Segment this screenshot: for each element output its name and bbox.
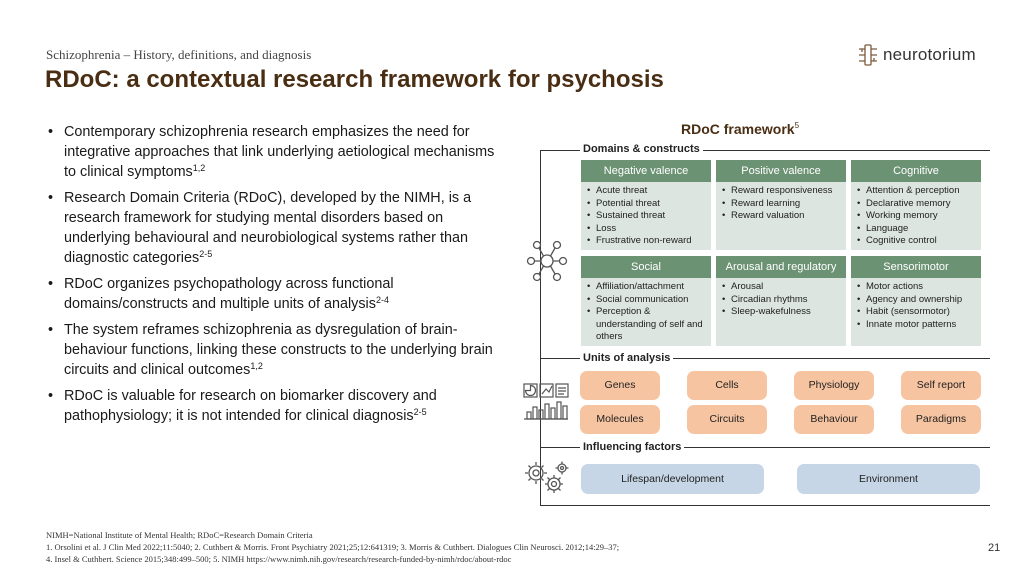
construct-item: Reward responsiveness	[722, 185, 842, 198]
construct-item: Arousal	[722, 281, 842, 294]
domain-arousal-regulatory: Arousal and regulatory Arousal Circadian…	[716, 256, 846, 346]
construct-item: Innate motor patterns	[857, 319, 977, 332]
construct-item: Sustained threat	[587, 210, 707, 223]
construct-item: Working memory	[857, 210, 977, 223]
units-rule	[540, 358, 990, 359]
framework-bracket	[540, 150, 541, 505]
construct-item: Reward valuation	[722, 210, 842, 223]
unit-behaviour: Behaviour	[794, 405, 874, 434]
domain-header: Negative valence	[581, 160, 711, 182]
domain-sensorimotor: Sensorimotor Motor actions Agency and ow…	[851, 256, 981, 346]
domain-negative-valence: Negative valence Acute threat Potential …	[581, 160, 711, 250]
bullet-item: The system reframes schizophrenia as dys…	[46, 320, 498, 380]
footnote-references-1: 1. Orsolini et al. J Clin Med 2022;11:50…	[46, 542, 620, 552]
domain-positive-valence: Positive valence Reward responsiveness R…	[716, 160, 846, 250]
gears-icon	[525, 461, 569, 493]
unit-genes: Genes	[580, 371, 660, 400]
page-number: 21	[988, 542, 1001, 554]
construct-item: Sleep-wakefulness	[722, 306, 842, 319]
unit-cells: Cells	[687, 371, 767, 400]
unit-molecules: Molecules	[580, 405, 660, 434]
factors-rule	[540, 447, 990, 448]
bullet-list: Contemporary schizophrenia research emph…	[46, 122, 498, 432]
domain-header: Social	[581, 256, 711, 278]
domains-rule	[540, 150, 990, 151]
factor-lifespan-development: Lifespan/development	[581, 464, 764, 494]
construct-item: Agency and ownership	[857, 294, 977, 307]
domains-label: Domains & constructs	[580, 143, 703, 155]
construct-item: Frustrative non-reward	[587, 235, 707, 248]
construct-item: Habit (sensormotor)	[857, 306, 977, 319]
domain-header: Sensorimotor	[851, 256, 981, 278]
footnote-abbreviations: NIMH=National Institute of Mental Health…	[46, 530, 313, 540]
framework-title: RDoC framework5	[680, 121, 800, 137]
factor-environment: Environment	[797, 464, 980, 494]
construct-item: Declarative memory	[857, 198, 977, 211]
construct-item: Cognitive control	[857, 235, 977, 248]
unit-physiology: Physiology	[794, 371, 874, 400]
footnote-references-2: 4. Insel & Cuthbert. Science 2015;348:49…	[46, 554, 512, 564]
slide-title: RDoC: a contextual research framework fo…	[45, 66, 664, 93]
construct-item: Reward learning	[722, 198, 842, 211]
domain-cognitive: Cognitive Attention & perception Declara…	[851, 160, 981, 250]
construct-item: Attention & perception	[857, 185, 977, 198]
brand-logo: neurotorium	[858, 44, 976, 66]
bullet-item: RDoC is valuable for research on biomark…	[46, 386, 498, 426]
domain-header: Positive valence	[716, 160, 846, 182]
construct-item: Potential threat	[587, 198, 707, 211]
domain-header: Arousal and regulatory	[716, 256, 846, 278]
construct-item: Language	[857, 223, 977, 236]
charts-icon	[523, 383, 569, 420]
construct-item: Motor actions	[857, 281, 977, 294]
bullet-item: RDoC organizes psychopathology across fu…	[46, 274, 498, 314]
domain-header: Cognitive	[851, 160, 981, 182]
construct-item: Affiliation/attachment	[587, 281, 707, 294]
domain-social: Social Affiliation/attachment Social com…	[581, 256, 711, 346]
logo-text: neurotorium	[883, 45, 976, 64]
construct-item: Acute threat	[587, 185, 707, 198]
construct-item: Circadian rhythms	[722, 294, 842, 307]
framework-bottom-rule	[540, 505, 990, 506]
factors-label: Influencing factors	[580, 441, 685, 453]
construct-item: Perception & understanding of self and o…	[587, 306, 707, 344]
bullet-item: Contemporary schizophrenia research emph…	[46, 122, 498, 182]
construct-item: Social communication	[587, 294, 707, 307]
unit-self-report: Self report	[901, 371, 981, 400]
neurotorium-logo-icon	[859, 44, 877, 66]
units-label: Units of analysis	[580, 352, 674, 364]
bullet-item: Research Domain Criteria (RDoC), develop…	[46, 188, 498, 268]
slide-subtitle: Schizophrenia – History, definitions, an…	[46, 47, 312, 62]
network-icon	[526, 240, 568, 282]
unit-paradigms: Paradigms	[901, 405, 981, 434]
unit-circuits: Circuits	[687, 405, 767, 434]
construct-item: Loss	[587, 223, 707, 236]
